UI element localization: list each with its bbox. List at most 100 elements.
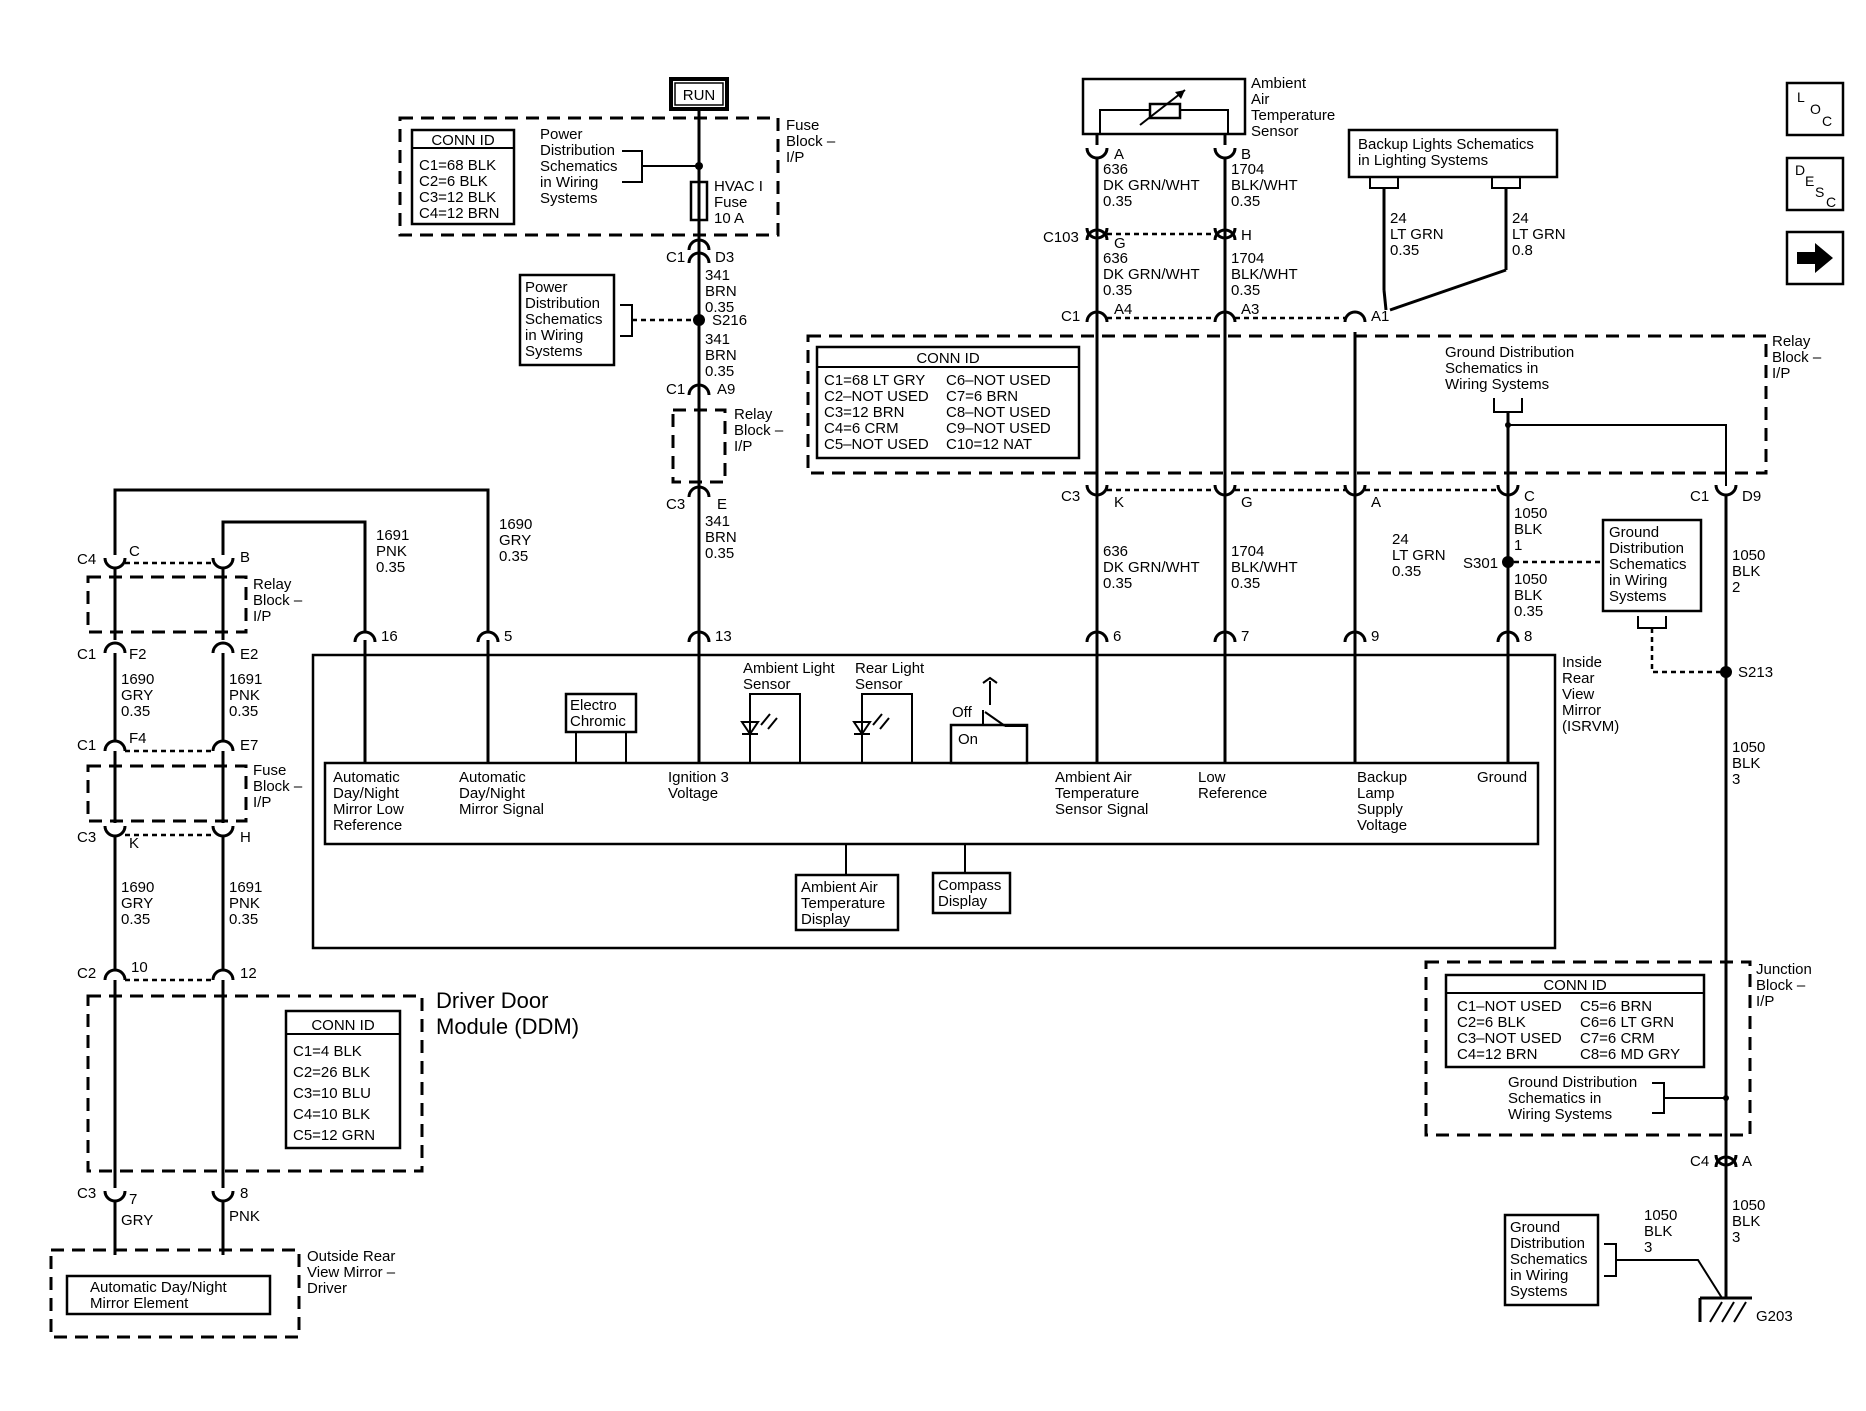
svg-text:2: 2 bbox=[1732, 579, 1740, 596]
svg-text:BLK: BLK bbox=[1644, 1223, 1672, 1240]
svg-text:DK GRN/WHT: DK GRN/WHT bbox=[1103, 266, 1200, 283]
ground-dist-ref-2: Ground Distribution Schematics in Wiring… bbox=[1601, 518, 1703, 629]
svg-text:Power: Power bbox=[525, 279, 568, 296]
svg-text:8: 8 bbox=[240, 1185, 248, 1202]
svg-text:C1: C1 bbox=[1061, 308, 1080, 325]
next-arrow-button[interactable] bbox=[1785, 230, 1845, 286]
svg-text:Voltage: Voltage bbox=[668, 785, 718, 802]
svg-text:C4=6 CRM: C4=6 CRM bbox=[824, 420, 899, 437]
svg-text:(ISRVM): (ISRVM) bbox=[1562, 718, 1619, 735]
svg-text:Compass: Compass bbox=[938, 877, 1001, 894]
svg-text:0.35: 0.35 bbox=[229, 703, 258, 720]
svg-text:Temperature: Temperature bbox=[801, 895, 885, 912]
compass-display: Compass Display bbox=[931, 844, 1012, 915]
svg-text:BLK: BLK bbox=[1514, 521, 1542, 538]
run-label: RUN bbox=[669, 77, 729, 111]
svg-text:S213: S213 bbox=[1738, 664, 1773, 681]
svg-text:0.35: 0.35 bbox=[1514, 603, 1543, 620]
svg-text:C1=4 BLK: C1=4 BLK bbox=[293, 1043, 362, 1060]
ddm-conn-table: CONN ID C1=4 BLK C2=26 BLK C3=10 BLU C4=… bbox=[284, 1009, 402, 1150]
svg-text:C1: C1 bbox=[1690, 488, 1709, 505]
svg-text:Ground Distribution: Ground Distribution bbox=[1445, 344, 1574, 361]
svg-text:BRN: BRN bbox=[705, 347, 737, 364]
svg-text:C5=6 BRN: C5=6 BRN bbox=[1580, 998, 1652, 1015]
svg-text:D9: D9 bbox=[1742, 488, 1761, 505]
svg-text:BRN: BRN bbox=[705, 283, 737, 300]
svg-text:Driver: Driver bbox=[307, 1280, 347, 1297]
svg-text:C3: C3 bbox=[77, 829, 96, 846]
svg-text:in Wiring: in Wiring bbox=[1510, 1267, 1568, 1284]
svg-text:3: 3 bbox=[1732, 771, 1740, 788]
svg-text:Mirror Low: Mirror Low bbox=[333, 801, 404, 818]
svg-text:GRY: GRY bbox=[121, 1212, 153, 1229]
svg-text:BLK: BLK bbox=[1732, 563, 1760, 580]
svg-text:1050: 1050 bbox=[1732, 739, 1765, 756]
svg-text:Ambient Light: Ambient Light bbox=[743, 660, 836, 677]
svg-text:C2=26 BLK: C2=26 BLK bbox=[293, 1064, 370, 1081]
svg-text:1704: 1704 bbox=[1231, 250, 1264, 267]
svg-text:C6=6 LT GRN: C6=6 LT GRN bbox=[1580, 1014, 1674, 1031]
svg-text:Schematics: Schematics bbox=[525, 311, 603, 328]
loc-button[interactable]: LOC bbox=[1785, 81, 1845, 137]
svg-text:Relay: Relay bbox=[734, 406, 773, 423]
svg-text:C5=12 GRN: C5=12 GRN bbox=[293, 1127, 375, 1144]
svg-text:C103: C103 bbox=[1043, 229, 1079, 246]
svg-text:Day/Night: Day/Night bbox=[333, 785, 400, 802]
svg-text:636: 636 bbox=[1103, 250, 1128, 267]
svg-text:Reference: Reference bbox=[333, 817, 402, 834]
svg-text:C1: C1 bbox=[77, 646, 96, 663]
svg-text:CONN ID: CONN ID bbox=[916, 350, 980, 367]
svg-text:C9–NOT USED: C9–NOT USED bbox=[946, 420, 1051, 437]
svg-text:LT GRN: LT GRN bbox=[1390, 226, 1444, 243]
svg-text:BLK: BLK bbox=[1514, 587, 1542, 604]
svg-text:C1: C1 bbox=[666, 381, 685, 398]
svg-text:3: 3 bbox=[1644, 1239, 1652, 1256]
svg-text:C3–NOT USED: C3–NOT USED bbox=[1457, 1030, 1562, 1047]
svg-text:K: K bbox=[1114, 494, 1124, 511]
svg-text:I/P: I/P bbox=[253, 608, 271, 625]
svg-text:F4: F4 bbox=[129, 730, 147, 747]
svg-text:H: H bbox=[1241, 227, 1252, 244]
svg-text:Schematics: Schematics bbox=[1510, 1251, 1588, 1268]
svg-text:C2=6 BLK: C2=6 BLK bbox=[419, 173, 488, 190]
svg-text:On: On bbox=[958, 731, 978, 748]
svg-text:Fuse: Fuse bbox=[714, 194, 747, 211]
svg-text:Display: Display bbox=[801, 911, 851, 928]
svg-text:DK GRN/WHT: DK GRN/WHT bbox=[1103, 177, 1200, 194]
svg-text:C1–NOT USED: C1–NOT USED bbox=[1457, 998, 1562, 1015]
svg-text:1050: 1050 bbox=[1644, 1207, 1677, 1224]
svg-text:Inside: Inside bbox=[1562, 654, 1602, 671]
svg-text:Systems: Systems bbox=[1609, 588, 1667, 605]
svg-text:BLK/WHT: BLK/WHT bbox=[1231, 177, 1298, 194]
splice-s301 bbox=[1502, 556, 1514, 568]
svg-text:Low: Low bbox=[1198, 769, 1226, 786]
svg-text:Off: Off bbox=[952, 704, 973, 721]
svg-text:0.35: 0.35 bbox=[1231, 193, 1260, 210]
svg-text:Block –: Block – bbox=[253, 592, 303, 609]
svg-text:Sensor: Sensor bbox=[1251, 123, 1299, 140]
svg-text:0.35: 0.35 bbox=[121, 703, 150, 720]
svg-text:S301: S301 bbox=[1463, 555, 1498, 572]
left-wire-harness bbox=[86, 557, 248, 1255]
svg-text:Outside Rear: Outside Rear bbox=[307, 1248, 395, 1265]
fuse-block-outline bbox=[398, 116, 780, 237]
junction-conn-table: CONN ID C1–NOT USED C2=6 BLK C3–NOT USED… bbox=[1444, 973, 1706, 1069]
svg-text:Distribution: Distribution bbox=[525, 295, 600, 312]
svg-text:Block –: Block – bbox=[253, 778, 303, 795]
svg-text:8: 8 bbox=[1524, 628, 1532, 645]
svg-text:Supply: Supply bbox=[1357, 801, 1403, 818]
svg-text:in Wiring: in Wiring bbox=[525, 327, 583, 344]
svg-text:C: C bbox=[1826, 194, 1836, 210]
svg-text:Ambient Air: Ambient Air bbox=[1055, 769, 1132, 786]
fuse-label: HVAC I Fuse 10 A bbox=[714, 178, 763, 227]
svg-text:1690: 1690 bbox=[121, 671, 154, 688]
svg-text:0.35: 0.35 bbox=[1231, 282, 1260, 299]
svg-text:Wiring Systems: Wiring Systems bbox=[1508, 1106, 1612, 1123]
svg-text:Temperature: Temperature bbox=[1055, 785, 1139, 802]
svg-text:Temperature: Temperature bbox=[1251, 107, 1335, 124]
svg-text:H: H bbox=[240, 829, 251, 846]
svg-text:BLK: BLK bbox=[1732, 755, 1760, 772]
svg-text:View Mirror –: View Mirror – bbox=[307, 1264, 396, 1281]
